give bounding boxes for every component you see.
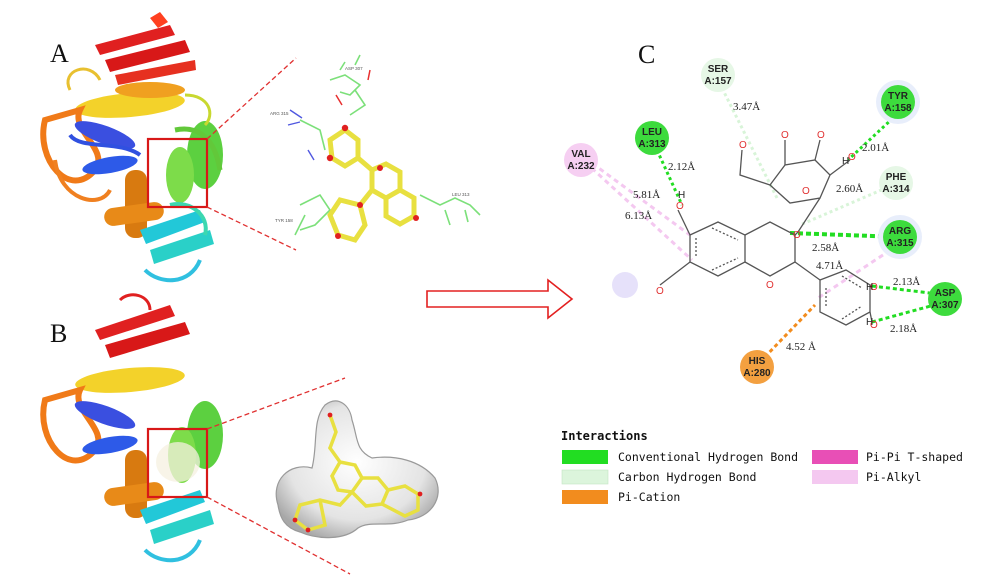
svg-text:ARG: ARG [889, 226, 911, 237]
solvent-shadow [612, 272, 638, 298]
hydrogen-asp-a: H [866, 282, 873, 293]
panel-c-label: C [638, 40, 655, 69]
bond-val232-b [583, 160, 694, 262]
svg-text:O: O [870, 282, 878, 293]
bond-arg315-pi [817, 243, 899, 300]
residue-phe314: PHE A:314 [879, 166, 913, 200]
bond-leu313 [655, 149, 684, 206]
distance-label-2: 2.01Å [862, 142, 889, 154]
distance-label-5: 2.60Å [836, 183, 863, 195]
legend-label-pi-alkyl: Pi-Alkyl [866, 470, 921, 484]
svg-text:SER: SER [708, 64, 729, 75]
svg-text:TYR: TYR [888, 91, 909, 102]
distance-label-8: 2.13Å [893, 276, 920, 288]
residue-ser157: SER A:157 [701, 58, 735, 92]
interaction-diagram-c: O O O O O O O O O O O H H H H SER A:157 … [564, 58, 962, 384]
hydrogen-leu: H [678, 190, 685, 201]
svg-text:HIS: HIS [749, 356, 766, 367]
residue-tyr158: TYR A:158 [876, 80, 920, 124]
distance-label-4: 6.13Å [625, 210, 652, 222]
legend-label-pi-cation: Pi-Cation [618, 490, 680, 504]
svg-text:A:315: A:315 [886, 238, 914, 249]
zoom-line-b-bottom [206, 496, 351, 575]
svg-text:A:314: A:314 [882, 184, 910, 195]
svg-text:O: O [793, 230, 801, 241]
bond-ser157 [720, 87, 780, 201]
residue-val232: VAL A:232 [564, 143, 598, 177]
legend-swatch-carbon-hb [561, 469, 609, 485]
ligand-surface-model-b [275, 400, 439, 539]
svg-text:A:280: A:280 [743, 368, 771, 379]
distance-label-7: 4.71Å [816, 260, 843, 272]
legend-title: Interactions [561, 429, 648, 443]
hydrogen-tyr: H [842, 156, 849, 167]
svg-text:O: O [739, 140, 747, 151]
bond-val232-a [584, 156, 691, 237]
zoom-residue-label-0: ASP 307 [345, 66, 363, 71]
bond-his280 [758, 303, 817, 364]
bond-tyr158 [846, 116, 895, 162]
svg-text:LEU: LEU [642, 127, 662, 138]
svg-text:O: O [802, 186, 810, 197]
svg-text:O: O [766, 280, 774, 291]
legend-label-conventional-hb: Conventional Hydrogen Bond [618, 450, 798, 464]
legend-label-carbon-hb: Carbon Hydrogen Bond [618, 470, 756, 484]
panel-a-label: A [50, 39, 69, 68]
zoom-residue-label-3: TYR 158 [275, 218, 293, 223]
legend-swatch-pi-pi-t [812, 450, 858, 464]
residue-his280: HIS A:280 [740, 350, 774, 384]
svg-text:O: O [656, 286, 664, 297]
ligand-stick-model-a: ASP 307 ARG 315 LEU 313 TYR 158 [270, 54, 481, 243]
distance-label-1: 2.12Å [668, 161, 695, 173]
svg-text:O: O [870, 320, 878, 331]
distance-label-3: 5.81Å [633, 189, 660, 201]
binding-site-box-b [146, 427, 209, 499]
distance-label-0: 3.47Å [733, 101, 760, 113]
residue-asp307: ASP A:307 [928, 282, 962, 316]
zoom-line-a-top [206, 57, 297, 140]
svg-text:A:307: A:307 [931, 300, 959, 311]
svg-text:PHE: PHE [886, 172, 907, 183]
distance-label-9: 2.18Å [890, 323, 917, 335]
hydrogen-asp-b: H [866, 317, 873, 328]
residue-leu313: LEU A:313 [635, 121, 669, 155]
svg-text:A:232: A:232 [567, 161, 595, 172]
residue-arg315: ARG A:315 [878, 215, 922, 259]
protein-structure-a [40, 12, 223, 283]
binding-site-box-a [146, 137, 209, 209]
transition-arrow [426, 278, 574, 320]
bond-asp307-b [871, 302, 939, 324]
svg-text:VAL: VAL [571, 149, 590, 160]
svg-text:A:158: A:158 [884, 103, 912, 114]
panel-b-label: B [50, 319, 67, 348]
svg-text:O: O [676, 201, 684, 212]
legend-swatch-pi-alkyl [812, 470, 858, 484]
legend-swatch-pi-cation [562, 490, 608, 504]
svg-text:ASP: ASP [935, 288, 956, 299]
svg-text:O: O [817, 130, 825, 141]
svg-text:O: O [848, 152, 856, 163]
distance-label-6: 2.58Å [812, 242, 839, 254]
svg-text:A:157: A:157 [704, 76, 732, 87]
distance-label-10: 4.52 Å [786, 341, 816, 353]
interactions-legend: Interactions Conventional Hydrogen Bond … [561, 429, 963, 504]
zoom-line-a-bottom [206, 206, 297, 251]
bond-phe314 [799, 183, 894, 227]
zoom-line-b-top [206, 377, 346, 430]
protein-structure-b [40, 293, 223, 563]
svg-text:O: O [781, 130, 789, 141]
zoom-residue-label-2: LEU 313 [452, 192, 470, 197]
legend-swatch-conventional-hb [562, 450, 608, 464]
legend-label-pi-pi-t: Pi-Pi T-shaped [866, 450, 963, 464]
zoom-residue-label-1: ARG 315 [270, 111, 289, 116]
svg-text:A:313: A:313 [638, 139, 666, 150]
